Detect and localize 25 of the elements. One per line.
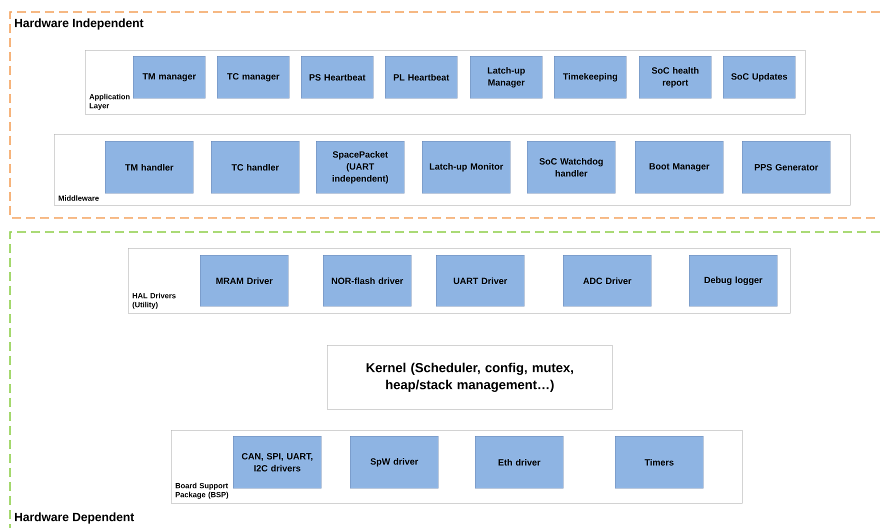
module-box: Boot Manager	[635, 141, 724, 194]
module-box: SoC Watchdog handler	[527, 141, 616, 194]
module-box: Timekeeping	[554, 56, 626, 98]
kernel-box: Kernel (Scheduler, config, mutex, heap/stack management…)	[327, 345, 613, 410]
module-box: TC handler	[211, 141, 300, 194]
module-box: TM handler	[105, 141, 194, 194]
module-box: UART Driver	[436, 255, 524, 306]
module-box: Latch-up Monitor	[422, 141, 510, 194]
module-box: Latch-up Manager	[470, 56, 542, 98]
module-box: SpW driver	[350, 436, 438, 488]
module-box: PL Heartbeat	[385, 56, 458, 98]
module-box: Timers	[615, 436, 704, 488]
module-box: PPS Generator	[742, 141, 830, 194]
module-box: Debug logger	[689, 255, 778, 306]
module-box: PS Heartbeat	[301, 56, 374, 98]
module-box: TM manager	[133, 56, 206, 98]
module-box: TC manager	[217, 56, 290, 98]
module-box: SoC Updates	[723, 56, 796, 98]
module-box: NOR-flash driver	[323, 255, 412, 306]
module-box: CAN, SPI, UART, I2C drivers	[233, 436, 322, 488]
module-box: Eth driver	[475, 436, 564, 488]
module-box: SpacePacket (UART independent)	[316, 141, 404, 194]
module-box: ADC Driver	[563, 255, 652, 306]
module-box: SoC health report	[639, 56, 712, 98]
module-box: MRAM Driver	[200, 255, 288, 306]
